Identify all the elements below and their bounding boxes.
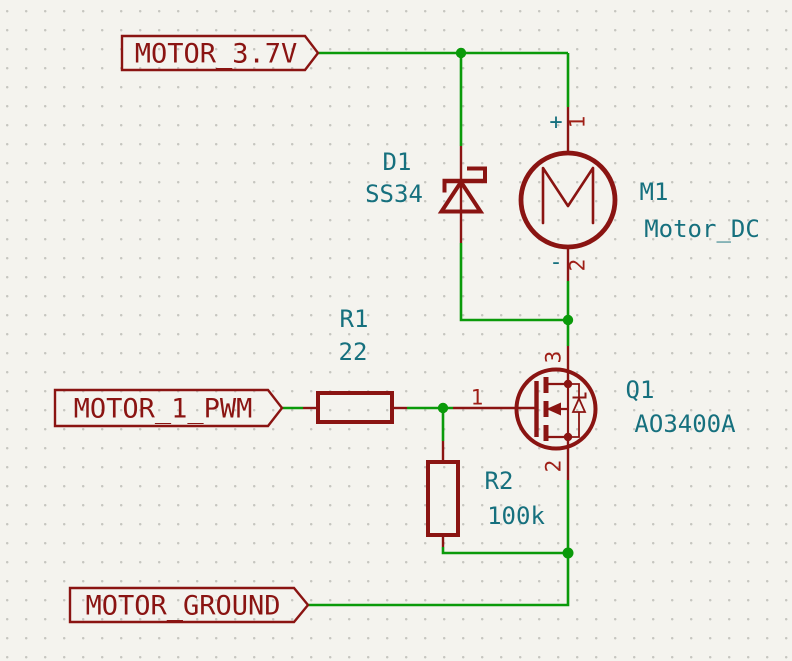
q1-source-pin-number: 2	[541, 459, 566, 473]
global-label-ground-shape[interactable]	[68, 586, 310, 624]
q1-bodydiode-triangle	[571, 396, 587, 413]
m1-reference[interactable]: M1	[639, 178, 669, 206]
m1-pin2-number: 2	[565, 258, 590, 272]
net-label-pwm[interactable]: MOTOR_1_PWM	[73, 393, 253, 425]
m1-pin1-name: +	[549, 110, 563, 135]
resistor-r1-body[interactable]	[316, 391, 394, 424]
global-label-power-shape[interactable]	[120, 34, 320, 72]
q1-reference[interactable]: Q1	[625, 376, 655, 404]
net-label-ground[interactable]: MOTOR_GROUND	[85, 590, 281, 622]
junction-drain	[562, 314, 574, 326]
d1-reference[interactable]: D1	[382, 148, 412, 176]
q1-source-dot	[563, 432, 573, 442]
m1-pin1-number: 1	[565, 115, 590, 129]
r2-reference[interactable]: R2	[484, 467, 514, 495]
net-label-power[interactable]: MOTOR_3.7V	[134, 38, 298, 70]
r2-value[interactable]: 100k	[487, 502, 545, 530]
junction-power	[455, 47, 467, 59]
q1-gate-pin-number: 1	[470, 385, 484, 410]
junction-dots	[437, 47, 574, 559]
diode-d1-symbol[interactable]	[437, 166, 488, 214]
junction-source	[562, 547, 574, 559]
m1-value[interactable]: Motor_DC	[644, 215, 760, 243]
junction-gate	[437, 402, 449, 414]
q1-drain-dot	[563, 379, 573, 389]
q1-channel-arrow	[546, 402, 561, 416]
q1-value[interactable]: AO3400A	[634, 410, 736, 438]
d1-value[interactable]: SS34	[365, 180, 423, 208]
m1-pin2-name: -	[549, 250, 563, 275]
pin-lines	[303, 107, 570, 547]
q1-bodydiode-cathode	[572, 392, 587, 399]
m1-letter-m	[541, 166, 595, 225]
resistor-r2-body[interactable]	[426, 460, 460, 537]
r1-value[interactable]: 22	[338, 338, 368, 366]
wire-group[interactable]	[282, 51, 570, 607]
global-label-pwm-shape[interactable]	[53, 388, 284, 428]
wire-diode-to-drain[interactable]	[459, 243, 568, 322]
r1-reference[interactable]: R1	[339, 305, 369, 333]
d1-cathode-hook-right	[467, 166, 487, 181]
wire-r2-to-source[interactable]	[441, 547, 568, 555]
m1-body-circle	[518, 150, 618, 250]
wire-to-ground-label[interactable]	[308, 553, 570, 607]
q1-body-circle	[514, 367, 598, 451]
motor-m1-symbol[interactable]	[518, 150, 618, 250]
q1-drain-pin-number: 3	[541, 350, 566, 364]
d1-anode-triangle	[437, 178, 485, 214]
mosfet-q1-symbol[interactable]	[514, 367, 598, 451]
